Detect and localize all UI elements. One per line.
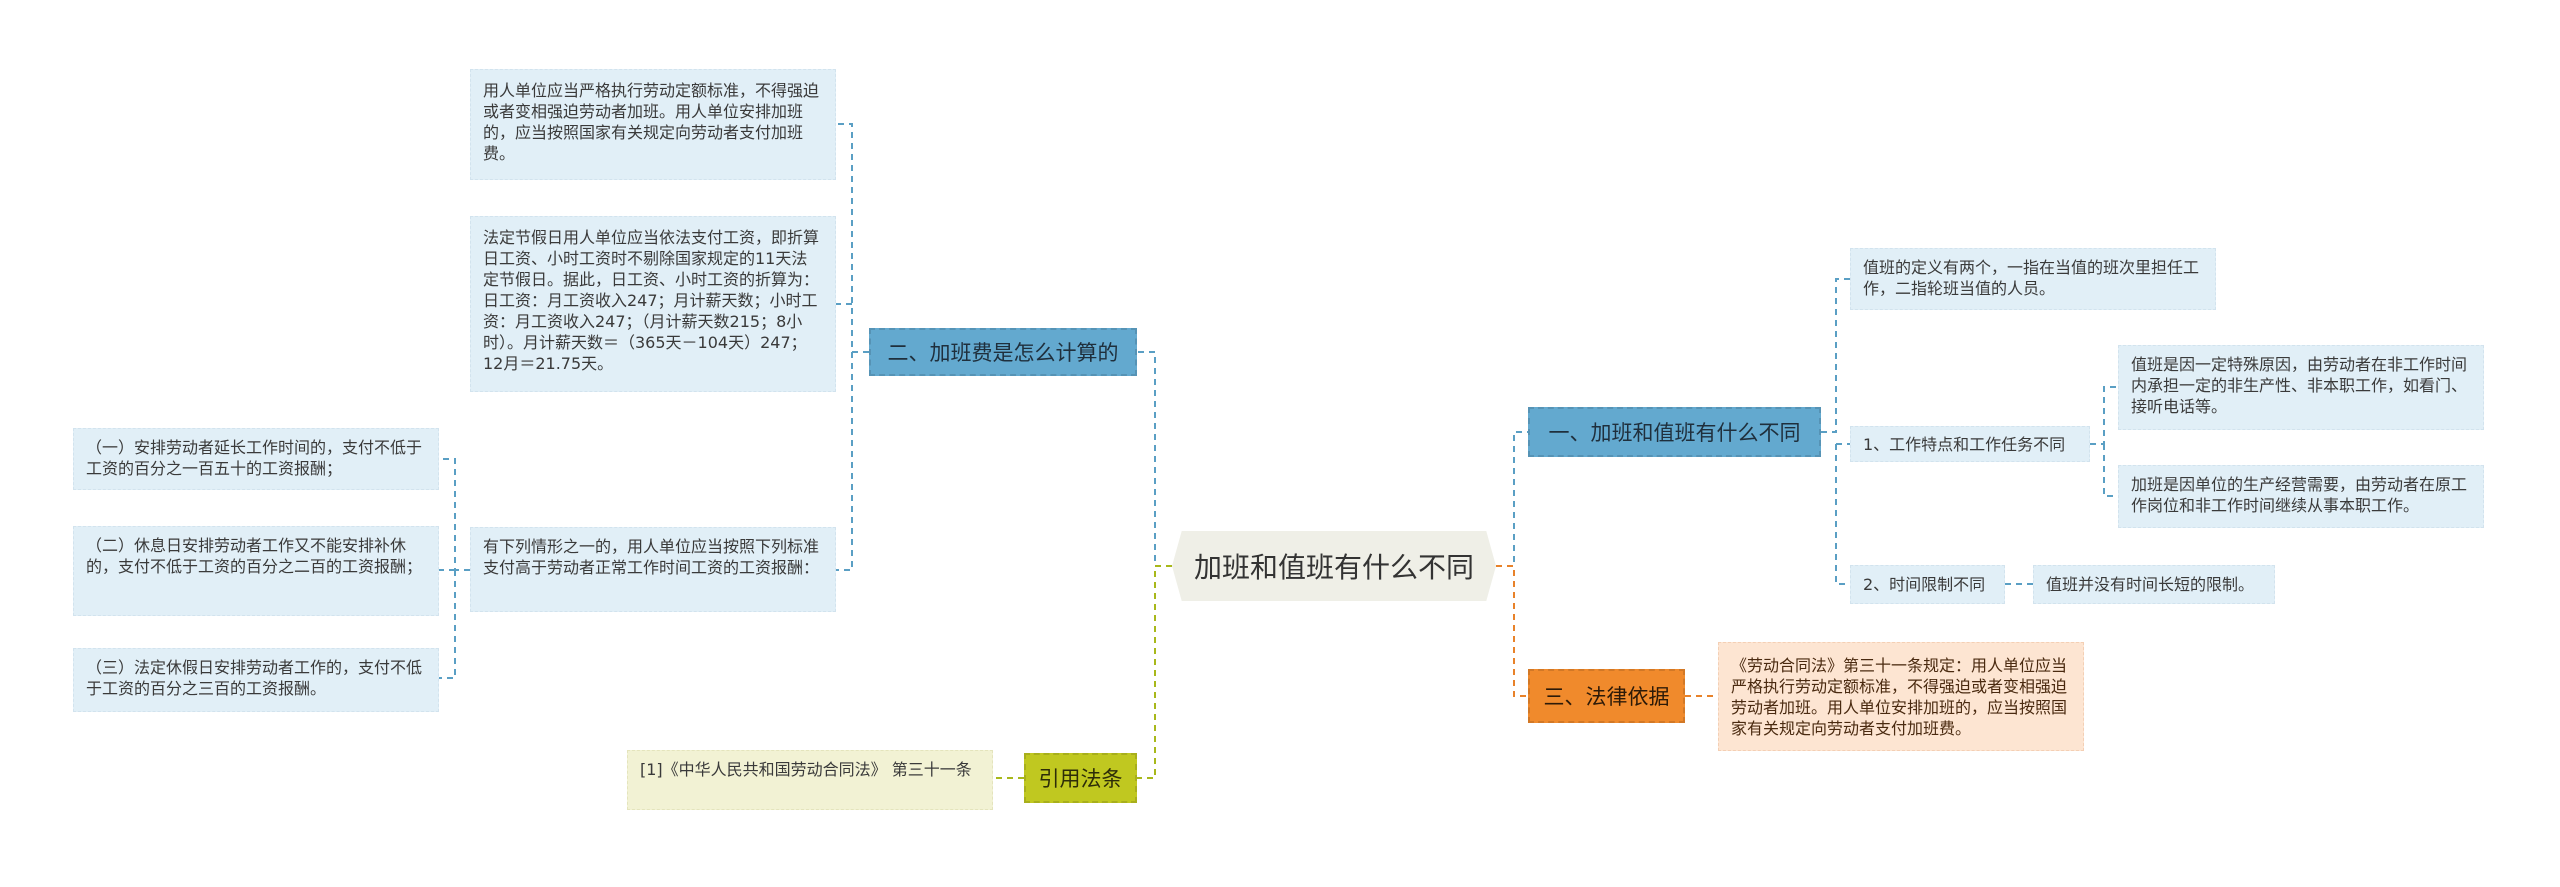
- subtopic-time-limit[interactable]: 2、时间限制不同: [1850, 565, 2005, 604]
- note-overtime-rule[interactable]: 用人单位应当严格执行劳动定额标准，不得强迫或者变相强迫劳动者加班。用人单位安排加…: [470, 69, 836, 180]
- topic-overtime-pay[interactable]: 二、加班费是怎么计算的: [869, 328, 1137, 376]
- note-overtime-features[interactable]: 加班是因单位的生产经营需要，由劳动者在原工作岗位和非工作时间继续从事本职工作。: [2118, 465, 2484, 528]
- note-pay-standards[interactable]: 有下列情形之一的，用人单位应当按照下列标准支付高于劳动者正常工作时间工资的工资报…: [470, 527, 836, 612]
- note-legal-basis[interactable]: 《劳动合同法》第三十一条规定：用人单位应当严格执行劳动定额标准，不得强迫或者变相…: [1718, 642, 2084, 751]
- topic-difference[interactable]: 一、加班和值班有什么不同: [1528, 407, 1821, 457]
- note-duty-features[interactable]: 值班是因一定特殊原因，由劳动者在非工作时间内承担一定的非生产性、非本职工作，如看…: [2118, 345, 2484, 430]
- note-rest-day[interactable]: （二）休息日安排劳动者工作又不能安排补休的，支付不低于工资的百分之二百的工资报酬…: [73, 526, 439, 616]
- central-topic[interactable]: 加班和值班有什么不同: [1172, 531, 1496, 601]
- note-statutory-holiday[interactable]: （三）法定休假日安排劳动者工作的，支付不低于工资的百分之三百的工资报酬。: [73, 648, 439, 712]
- note-extended-hours[interactable]: （一）安排劳动者延长工作时间的，支付不低于工资的百分之一百五十的工资报酬；: [73, 428, 439, 490]
- subtopic-work-features[interactable]: 1、工作特点和工作任务不同: [1850, 426, 2090, 462]
- note-time-limit[interactable]: 值班并没有时间长短的限制。: [2033, 565, 2275, 604]
- topic-citation[interactable]: 引用法条: [1024, 753, 1137, 803]
- note-duty-definition[interactable]: 值班的定义有两个，一指在当值的班次里担任工作，二指轮班当值的人员。: [1850, 248, 2216, 310]
- topic-legal-basis[interactable]: 三、法律依据: [1528, 669, 1685, 723]
- note-citation[interactable]: [1]《中华人民共和国劳动合同法》 第三十一条: [627, 750, 993, 810]
- note-wage-calculation[interactable]: 法定节假日用人单位应当依法支付工资，即折算日工资、小时工资时不剔除国家规定的11…: [470, 216, 836, 392]
